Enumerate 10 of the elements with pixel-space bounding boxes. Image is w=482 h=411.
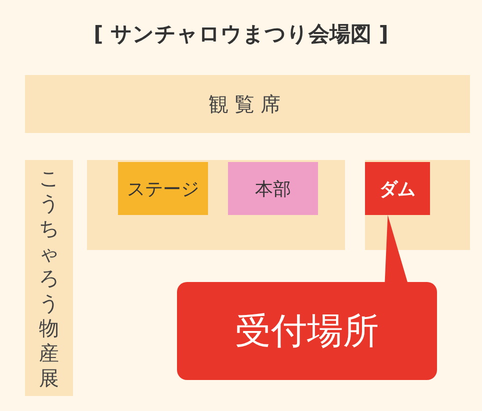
seating-area: 観覧席	[25, 75, 470, 133]
dam-booth: ダム	[365, 162, 430, 215]
callout-pointer	[384, 215, 408, 283]
event-area	[87, 160, 345, 250]
market-area: こうちゃろう物産展	[25, 160, 73, 396]
stage-booth: ステージ	[118, 162, 208, 215]
reception-callout: 受付場所	[177, 282, 437, 380]
side-area	[365, 160, 470, 250]
headquarters-booth: 本部	[228, 162, 318, 215]
map-title: [ サンチャロウまつり会場図 ]	[92, 21, 390, 48]
